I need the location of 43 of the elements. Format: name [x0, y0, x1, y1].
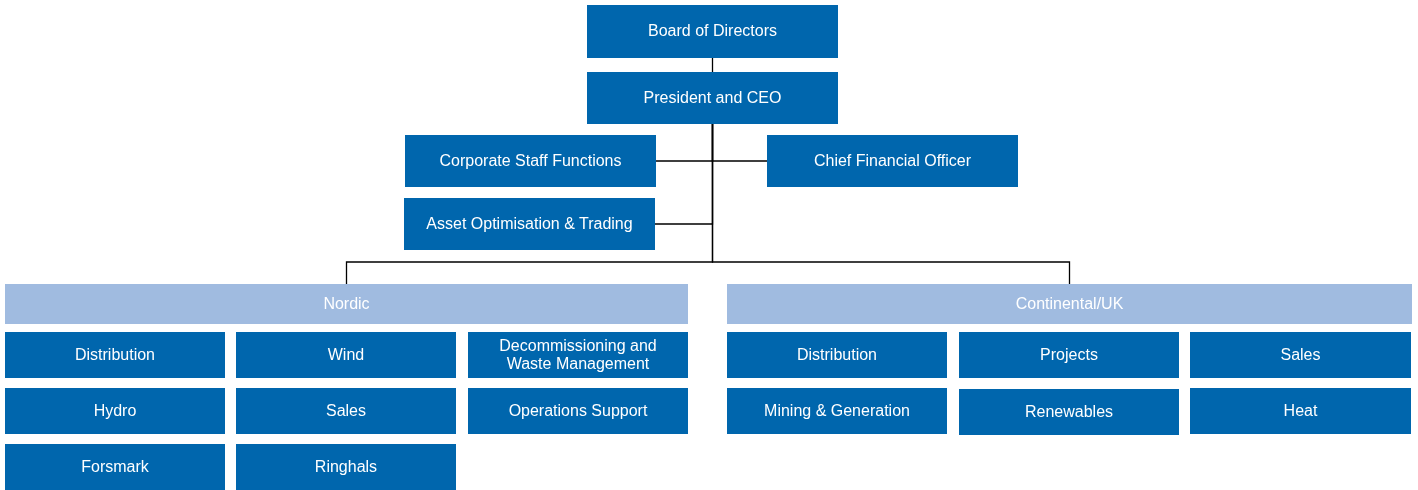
unit-box: [587, 5, 838, 58]
unit-name: Continental/UK: [1015, 294, 1124, 314]
unit-box: [236, 388, 456, 434]
unit-box: [1190, 332, 1411, 378]
unit-name: Sales: [326, 401, 366, 421]
unit-box: [1190, 388, 1411, 434]
division-band: [5, 284, 688, 324]
division-band: [727, 284, 1412, 324]
unit-name: President and CEO: [643, 88, 782, 108]
unit-box: [468, 388, 688, 434]
unit-name: Chief Financial Officer: [813, 151, 972, 171]
unit-name: Distribution: [797, 345, 877, 365]
unit-name: Sales: [1280, 345, 1321, 365]
unit-box: [5, 444, 225, 490]
unit-name: Asset Optimisation & Trading: [426, 214, 633, 234]
unit-name: Nordic: [323, 294, 370, 314]
unit-box: [5, 332, 225, 378]
unit-box: [404, 198, 655, 250]
connector-line: [711, 123, 1071, 285]
unit-box: [236, 332, 456, 378]
unit-name: Forsmark: [81, 457, 149, 477]
unit-box: [959, 389, 1179, 435]
unit-box: [767, 135, 1018, 187]
unit-name: Heat: [1283, 401, 1318, 421]
unit-name: Wind: [327, 345, 365, 365]
unit-box: [468, 332, 688, 378]
unit-name: Corporate Staff Functions: [439, 151, 622, 171]
unit-name: Mining & Generation: [764, 401, 910, 421]
unit-box: [959, 332, 1179, 378]
unit-name: Renewables: [1024, 402, 1114, 422]
unit-name: Distribution: [75, 345, 155, 365]
unit-box: [727, 332, 947, 378]
unit-name: Operations Support: [508, 401, 648, 421]
unit-name: Ringhals: [314, 457, 378, 477]
unit-box: [236, 444, 456, 490]
unit-box: [587, 72, 838, 124]
unit-name: Hydro: [93, 401, 137, 421]
unit-box: [727, 388, 947, 434]
unit-name: Projects: [1040, 345, 1098, 365]
unit-box: [5, 388, 225, 434]
unit-box: [405, 135, 656, 187]
unit-name: Board of Directors: [648, 22, 777, 41]
unit-name: Decommissioning and Waste Management: [498, 336, 658, 374]
